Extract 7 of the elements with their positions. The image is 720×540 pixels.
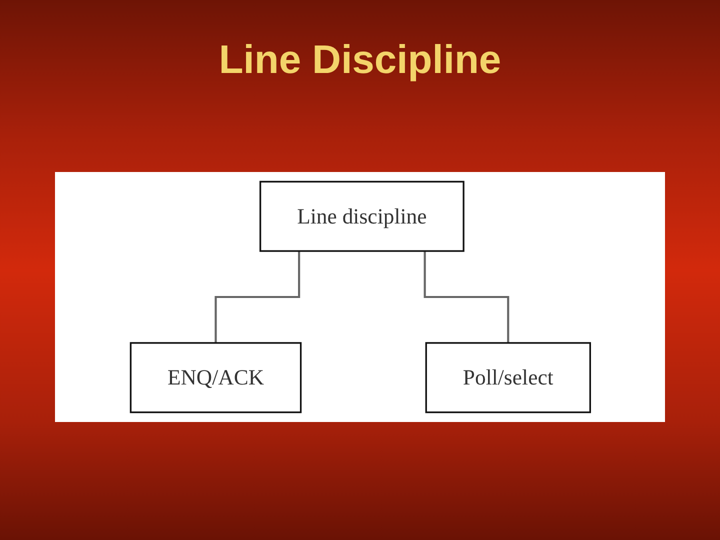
connector [214,251,300,344]
node-box [129,342,302,414]
diagram-panel: Line discipline ENQ/ACK Poll/select [55,172,665,422]
node-box [259,180,464,252]
node-box [424,342,591,414]
slide-title: Line Discipline [218,38,502,82]
connector [423,251,509,344]
